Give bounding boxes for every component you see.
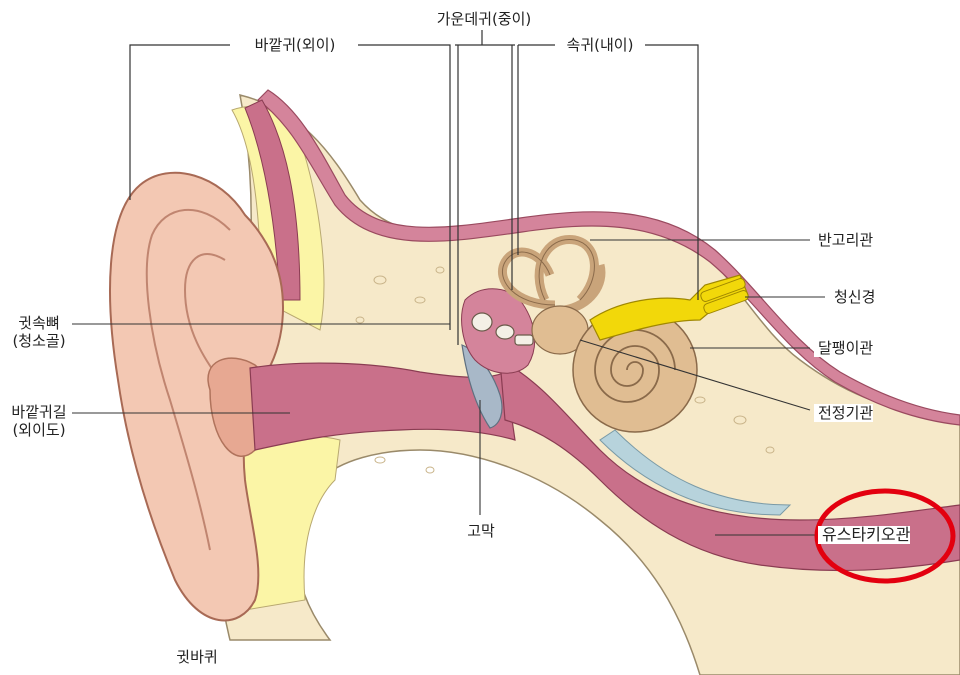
label-ossicles-line2: (청소골) bbox=[12, 332, 66, 350]
label-vestibule: 전정기관 bbox=[814, 404, 874, 422]
nerve-bundle bbox=[700, 278, 749, 314]
label-eustachian-tube: 유스타키오관 bbox=[818, 526, 911, 544]
scalp-skin bbox=[257, 89, 960, 426]
label-earlobe: 귓바퀴 bbox=[176, 648, 218, 666]
label-ear-canal-line2: (외이도) bbox=[12, 421, 66, 439]
eustachian-cartilage bbox=[599, 429, 792, 516]
leader-lines bbox=[72, 239, 825, 536]
label-ossicles: 귓속뼈 (청소골) bbox=[8, 314, 70, 350]
label-ear-canal-line1: 바깥귀길 bbox=[11, 403, 67, 421]
label-ear-canal: 바깥귀길 (외이도) bbox=[5, 403, 73, 439]
label-semicircular-canal: 반고리관 bbox=[814, 231, 874, 249]
label-cochlea: 달팽이관 bbox=[814, 339, 874, 357]
label-middle-ear: 가운데귀(중이) bbox=[433, 10, 535, 28]
bone-texture bbox=[355, 266, 775, 474]
auricle-helix-fold bbox=[145, 208, 231, 551]
eustachian-tube-shape bbox=[499, 358, 960, 572]
bracket-lines bbox=[129, 30, 699, 345]
semicircular-canals-outline bbox=[502, 239, 595, 306]
auricle bbox=[109, 171, 284, 622]
ear-canal bbox=[249, 362, 516, 451]
highlight-circle bbox=[814, 488, 956, 584]
ossicles bbox=[471, 312, 534, 346]
label-outer-ear: 바깥귀(외이) bbox=[251, 36, 339, 54]
auricle-inner-fold bbox=[183, 253, 226, 381]
label-ossicles-line1: 귓속뼈 bbox=[18, 314, 60, 332]
label-inner-ear: 속귀(내이) bbox=[563, 36, 637, 54]
label-auditory-nerve: 청신경 bbox=[830, 288, 876, 306]
label-eardrum: 고막 bbox=[464, 522, 498, 540]
